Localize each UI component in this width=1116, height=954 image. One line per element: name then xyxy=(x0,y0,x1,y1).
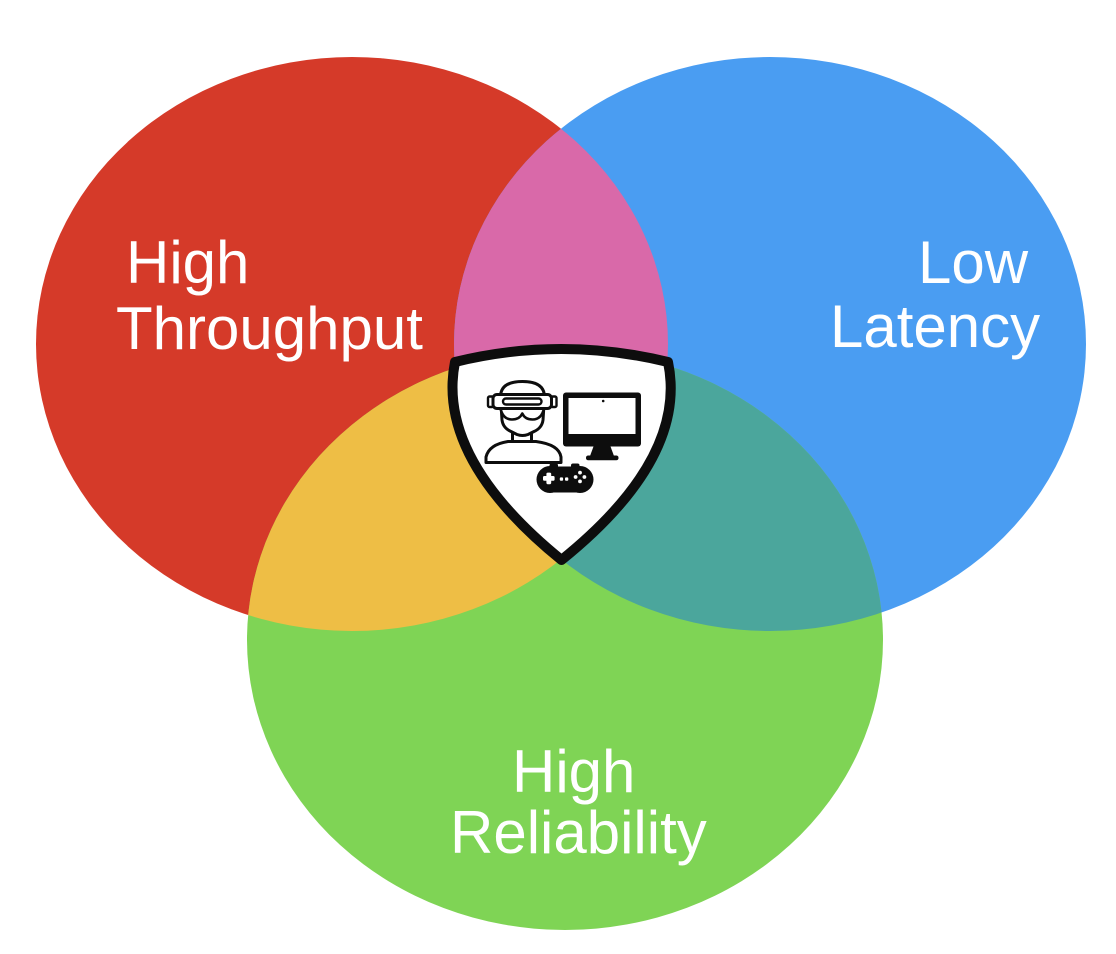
overlap-throughput-reliability-fill xyxy=(247,350,668,631)
gamepad-dpad-horizontal xyxy=(543,476,555,481)
label-high-throughput-line1: High xyxy=(126,229,249,296)
gamepad-button-left xyxy=(573,475,578,479)
vr-headset-user-icon xyxy=(484,380,563,464)
monitor-base xyxy=(586,455,619,461)
vr-goggles-visor-slit xyxy=(501,397,543,406)
gamepad-select-button xyxy=(559,477,564,481)
vr-goggles-lenses xyxy=(499,407,546,421)
center-shield-badge xyxy=(447,344,676,565)
overlap-throughput-reliability xyxy=(247,350,668,631)
label-low-latency-line1: Low xyxy=(918,229,1029,296)
gamepad-icon xyxy=(536,463,594,493)
gamepad-button-bottom xyxy=(578,479,582,484)
monitor-camera-dot xyxy=(601,399,605,403)
overlap-latency-reliability xyxy=(454,350,883,631)
vr-user-torso xyxy=(484,440,563,464)
monitor-screen xyxy=(568,398,636,434)
label-high-reliability-line1: High xyxy=(512,738,635,805)
desktop-monitor-icon xyxy=(563,392,641,461)
gamepad-button-top xyxy=(578,470,582,475)
label-high-reliability-line2: Reliability xyxy=(450,799,707,866)
label-high-reliability: High Reliability xyxy=(450,738,707,866)
gamepad-start-button xyxy=(565,477,569,481)
label-high-throughput-line2: Throughput xyxy=(116,295,423,362)
label-low-latency-line2: Latency xyxy=(830,293,1040,360)
monitor-stand xyxy=(590,446,614,456)
label-low-latency: Low Latency xyxy=(830,229,1045,360)
overlap-latency-reliability-fill xyxy=(454,350,883,631)
label-high-throughput: High Throughput xyxy=(116,229,423,362)
gamepad-button-right xyxy=(582,475,587,479)
